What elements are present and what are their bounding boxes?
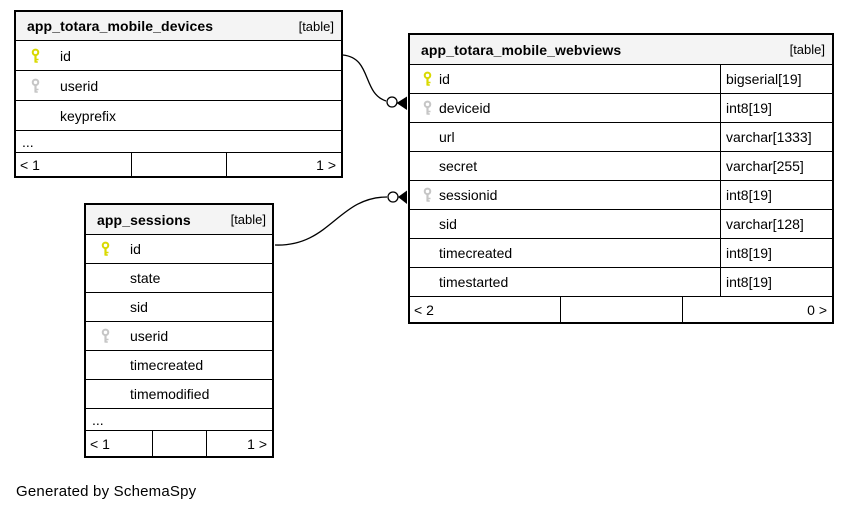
column-type: int8[19] bbox=[720, 239, 832, 267]
column-name: keyprefix bbox=[60, 107, 117, 124]
column-name: timecreated bbox=[130, 357, 204, 373]
relationship-count-footer: < 1 1 > bbox=[16, 152, 341, 176]
column-type: varchar[128] bbox=[720, 210, 832, 238]
primary-key-icon bbox=[423, 71, 432, 86]
column-row: id bbox=[16, 40, 341, 70]
column-row: secret varchar[255] bbox=[410, 151, 832, 180]
column-type: varchar[255] bbox=[720, 152, 832, 180]
column-row: timecreated bbox=[86, 350, 272, 379]
ellipsis-label: ... bbox=[22, 133, 34, 150]
footer-parents-count: < 2 bbox=[414, 301, 434, 318]
footer-middle-cell bbox=[131, 153, 225, 176]
footer-middle-cell bbox=[559, 297, 682, 322]
column-type: varchar[1333] bbox=[720, 123, 832, 151]
column-row: url varchar[1333] bbox=[410, 122, 832, 151]
table-app-totara-mobile-webviews[interactable]: app_totara_mobile_webviews [table] id bi… bbox=[408, 33, 834, 324]
primary-key-icon bbox=[101, 241, 110, 256]
table-title: app_totara_mobile_webviews bbox=[421, 41, 622, 58]
column-type: int8[19] bbox=[720, 181, 832, 209]
column-type: int8[19] bbox=[720, 268, 832, 296]
footer-children-count: 1 > bbox=[225, 153, 341, 176]
table-title: app_sessions bbox=[97, 211, 191, 228]
crow-foot-arrow-icon bbox=[398, 190, 407, 204]
primary-key-icon bbox=[31, 48, 40, 63]
column-row: state bbox=[86, 263, 272, 292]
ellipsis-label: ... bbox=[92, 411, 104, 428]
column-row: timemodified bbox=[86, 379, 272, 408]
relationship-count-footer: < 2 0 > bbox=[410, 296, 832, 322]
cardinality-circle-icon bbox=[386, 96, 398, 108]
column-row: id bigserial[19] bbox=[410, 64, 832, 93]
column-name: state bbox=[130, 270, 161, 286]
generated-by-caption: Generated by SchemaSpy bbox=[16, 483, 197, 500]
connector-sessions-webviews bbox=[274, 190, 407, 246]
column-row: deviceid int8[19] bbox=[410, 93, 832, 122]
column-row: sessionid int8[19] bbox=[410, 180, 832, 209]
column-name: url bbox=[439, 129, 455, 145]
column-row: userid bbox=[86, 321, 272, 350]
column-name: sid bbox=[130, 299, 148, 315]
column-row: userid bbox=[16, 70, 341, 100]
column-name: timestarted bbox=[439, 274, 509, 290]
footer-children-count: 1 > bbox=[205, 431, 272, 456]
footer-parents-count: < 1 bbox=[90, 435, 110, 452]
footer-parents-count: < 1 bbox=[20, 156, 40, 173]
column-row: keyprefix bbox=[16, 100, 341, 130]
foreign-key-icon bbox=[423, 187, 432, 202]
more-columns-row: ... bbox=[16, 130, 341, 152]
column-row: sid varchar[128] bbox=[410, 209, 832, 238]
column-name: secret bbox=[439, 158, 478, 174]
table-header[interactable]: app_sessions [table] bbox=[86, 205, 272, 234]
column-name: id bbox=[130, 241, 141, 257]
table-app-sessions[interactable]: app_sessions [table] id state sid use bbox=[84, 203, 274, 458]
column-row: timestarted int8[19] bbox=[410, 267, 832, 296]
table-type-badge: [table] bbox=[230, 212, 266, 227]
column-name: sessionid bbox=[439, 187, 498, 203]
more-columns-row: ... bbox=[86, 408, 272, 430]
column-name: sid bbox=[439, 216, 457, 232]
column-name: userid bbox=[60, 77, 99, 94]
connector-path bbox=[342, 54, 387, 102]
cardinality-circle-icon bbox=[387, 191, 399, 203]
table-app-totara-mobile-devices[interactable]: app_totara_mobile_devices [table] id use… bbox=[14, 10, 343, 178]
foreign-key-icon bbox=[31, 78, 40, 93]
column-name: deviceid bbox=[439, 100, 491, 116]
footer-middle-cell bbox=[152, 431, 206, 456]
relationship-count-footer: < 1 1 > bbox=[86, 430, 272, 456]
column-name: timecreated bbox=[439, 245, 513, 261]
column-row: sid bbox=[86, 292, 272, 321]
table-title: app_totara_mobile_devices bbox=[27, 18, 214, 34]
table-header[interactable]: app_totara_mobile_devices [table] bbox=[16, 12, 341, 40]
foreign-key-icon bbox=[101, 328, 110, 343]
table-type-badge: [table] bbox=[298, 18, 334, 34]
column-name: userid bbox=[130, 328, 169, 344]
column-type: int8[19] bbox=[720, 94, 832, 122]
table-header[interactable]: app_totara_mobile_webviews [table] bbox=[410, 35, 832, 64]
foreign-key-icon bbox=[423, 100, 432, 115]
footer-children-count: 0 > bbox=[682, 297, 832, 322]
connector-devices-webviews bbox=[342, 54, 407, 110]
column-type: bigserial[19] bbox=[720, 65, 832, 93]
table-type-badge: [table] bbox=[789, 42, 825, 57]
column-row: timecreated int8[19] bbox=[410, 238, 832, 267]
column-name: id bbox=[439, 71, 450, 87]
connector-path bbox=[274, 196, 388, 246]
column-row: id bbox=[86, 234, 272, 263]
column-name: timemodified bbox=[130, 386, 210, 402]
crow-foot-arrow-icon bbox=[396, 96, 407, 110]
column-name: id bbox=[60, 47, 71, 64]
